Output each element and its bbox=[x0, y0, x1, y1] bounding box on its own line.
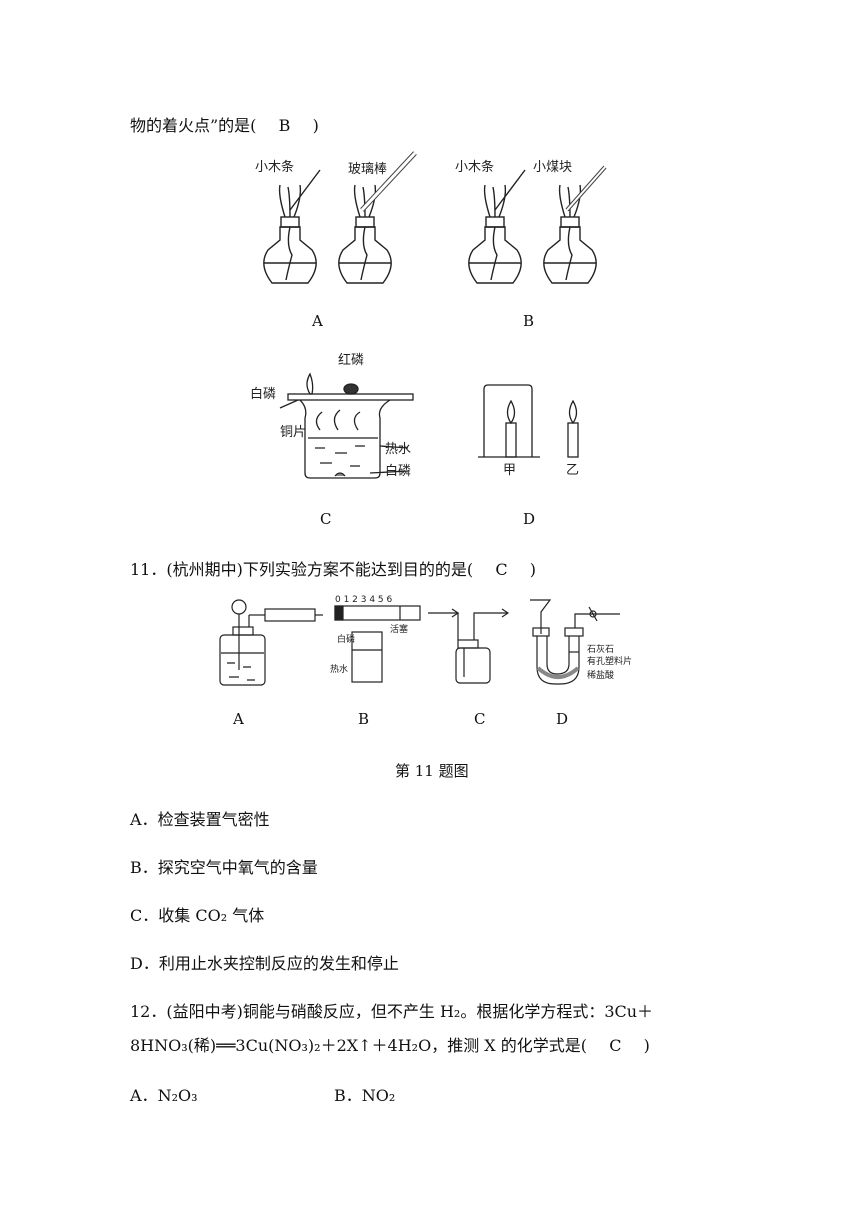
q11-figure-b: 0 1 2 3 4 5 6 白磷 活塞 热水 bbox=[330, 595, 421, 683]
alcohol-lamp-2 bbox=[338, 151, 417, 284]
q12-option-a-text: N₂O₃ bbox=[157, 1086, 198, 1105]
q11-option-c-key: C． bbox=[130, 906, 159, 925]
q11-option-d-text: 利用止水夹控制反应的发生和停止 bbox=[158, 954, 399, 973]
q10-close-paren: ) bbox=[312, 116, 319, 135]
q10-caption-b: B bbox=[523, 312, 535, 330]
q11-option-b: B．探究空气中氧气的含量 bbox=[130, 854, 318, 878]
q12-stem-line1: 12．(益阳中考)铜能与硝酸反应，但不产生 H₂。根据化学方程式：3Cu＋ bbox=[130, 998, 653, 1022]
q10-tail-text: 物的着火点”的是( bbox=[130, 116, 257, 135]
fig11b-hot-water: 热水 bbox=[330, 663, 348, 675]
q12-number: 12． bbox=[130, 1002, 167, 1021]
u-tube-setup bbox=[530, 599, 620, 685]
q11-fig-label-d: D bbox=[556, 710, 569, 728]
q12-source: (益阳中考) bbox=[166, 1002, 243, 1021]
q11-fig-label-b: B bbox=[358, 710, 370, 728]
q11-figure-a bbox=[219, 599, 323, 686]
q11-fig-label-c: C bbox=[474, 710, 486, 728]
fig-c-label-hot-water: 热水 bbox=[385, 442, 411, 457]
alcohol-lamp-1 bbox=[263, 169, 321, 284]
fig-a-label-rod: 玻璃棒 bbox=[348, 162, 387, 177]
q12-option-a: A．N₂O₃ bbox=[130, 1082, 198, 1106]
q10-caption-c: C bbox=[320, 510, 332, 528]
q11-figure-caption: 第 11 题图 bbox=[395, 762, 469, 780]
q11-figure-d: 石灰石 有孔塑料片 稀盐酸 bbox=[530, 599, 632, 685]
q10-caption-d: D bbox=[523, 510, 536, 528]
q11-answer: C bbox=[495, 560, 508, 579]
q11-option-b-text: 探究空气中氧气的含量 bbox=[157, 858, 318, 877]
q11-close-paren: ) bbox=[529, 560, 536, 579]
alcohol-lamp-3 bbox=[468, 169, 526, 284]
q11-option-a-key: A． bbox=[130, 810, 158, 829]
q11-figure-c bbox=[428, 608, 510, 684]
alcohol-lamp-4 bbox=[543, 165, 607, 284]
q11-option-b-key: B． bbox=[130, 858, 158, 877]
q11-stem: 11．(杭州期中)下列实验方案不能达到目的的是( C ) bbox=[130, 556, 536, 580]
oxygen-content-setup bbox=[334, 605, 421, 683]
q10-figure-a: 小木条 玻璃棒 bbox=[255, 151, 417, 284]
q10-figure-c: 红磷 白磷 铜片 热水 白磷 bbox=[250, 352, 414, 479]
q11-option-a-text: 检查装置气密性 bbox=[157, 810, 270, 829]
q11-option-d-key: D． bbox=[130, 954, 159, 973]
fig-b-label-stick: 小木条 bbox=[455, 159, 494, 175]
q11-option-c-text: 收集 CO₂ 气体 bbox=[158, 906, 265, 925]
q11-option-a: A．检查装置气密性 bbox=[130, 806, 270, 830]
q10-figure-b: 小木条 小煤块 bbox=[455, 159, 607, 284]
q12-answer: C bbox=[609, 1036, 622, 1055]
fig-c-label-red-p: 红磷 bbox=[338, 352, 364, 368]
airtightness-setup bbox=[219, 599, 323, 686]
q11-option-d: D．利用止水夹控制反应的发生和停止 bbox=[130, 950, 399, 974]
q11-fig-label-a: A bbox=[233, 710, 244, 728]
fig-c-label-copper: 铜片 bbox=[280, 425, 306, 440]
fig11d-plate: 有孔塑料片 bbox=[587, 655, 632, 667]
fig-d-label-yi: 乙 bbox=[566, 463, 579, 478]
q12-option-a-key: A． bbox=[130, 1086, 158, 1105]
q12-option-b-text: NO₂ bbox=[361, 1086, 396, 1105]
q12-line2-text: 8HNO₃(稀)══3Cu(NO₃)₂＋2X↑＋4H₂O，推测 X 的化学式是( bbox=[130, 1036, 588, 1055]
q10-answer: B bbox=[278, 116, 291, 135]
q11-option-c: C．收集 CO₂ 气体 bbox=[130, 902, 264, 926]
q10-figure-d: 甲 乙 bbox=[478, 384, 579, 478]
fig-c-label-white-p: 白磷 bbox=[250, 386, 276, 402]
fig11d-limestone: 石灰石 bbox=[587, 643, 614, 655]
q11-source: (杭州期中) bbox=[166, 560, 243, 579]
fig-d-label-jia: 甲 bbox=[503, 463, 516, 478]
fig11d-acid: 稀盐酸 bbox=[587, 669, 614, 681]
q10-caption-a: A bbox=[312, 312, 323, 330]
candles-setup bbox=[478, 384, 579, 458]
fig-a-label-stick: 小木条 bbox=[255, 159, 294, 175]
q10-stem-tail: 物的着火点”的是( B ) bbox=[130, 112, 319, 136]
q12-close-paren: ) bbox=[643, 1036, 650, 1055]
fig11b-scale: 0 1 2 3 4 5 6 bbox=[335, 595, 393, 605]
fig11b-piston: 活塞 bbox=[390, 623, 408, 635]
q12-stem-line2: 8HNO₃(稀)══3Cu(NO₃)₂＋2X↑＋4H₂O，推测 X 的化学式是(… bbox=[130, 1032, 650, 1056]
fig-b-label-coal: 小煤块 bbox=[533, 160, 572, 175]
q11-stem-text: 下列实验方案不能达到目的的是( bbox=[242, 560, 474, 579]
q12-option-b: B．NO₂ bbox=[334, 1082, 395, 1106]
q11-number: 11． bbox=[130, 560, 167, 579]
gas-bottle-setup bbox=[428, 608, 510, 684]
fig11b-white-p: 白磷 bbox=[337, 633, 355, 645]
beaker-apparatus bbox=[279, 372, 414, 479]
q12-line1-text: 铜能与硝酸反应，但不产生 H₂。根据化学方程式：3Cu＋ bbox=[242, 1002, 654, 1021]
q12-option-b-key: B． bbox=[334, 1086, 362, 1105]
